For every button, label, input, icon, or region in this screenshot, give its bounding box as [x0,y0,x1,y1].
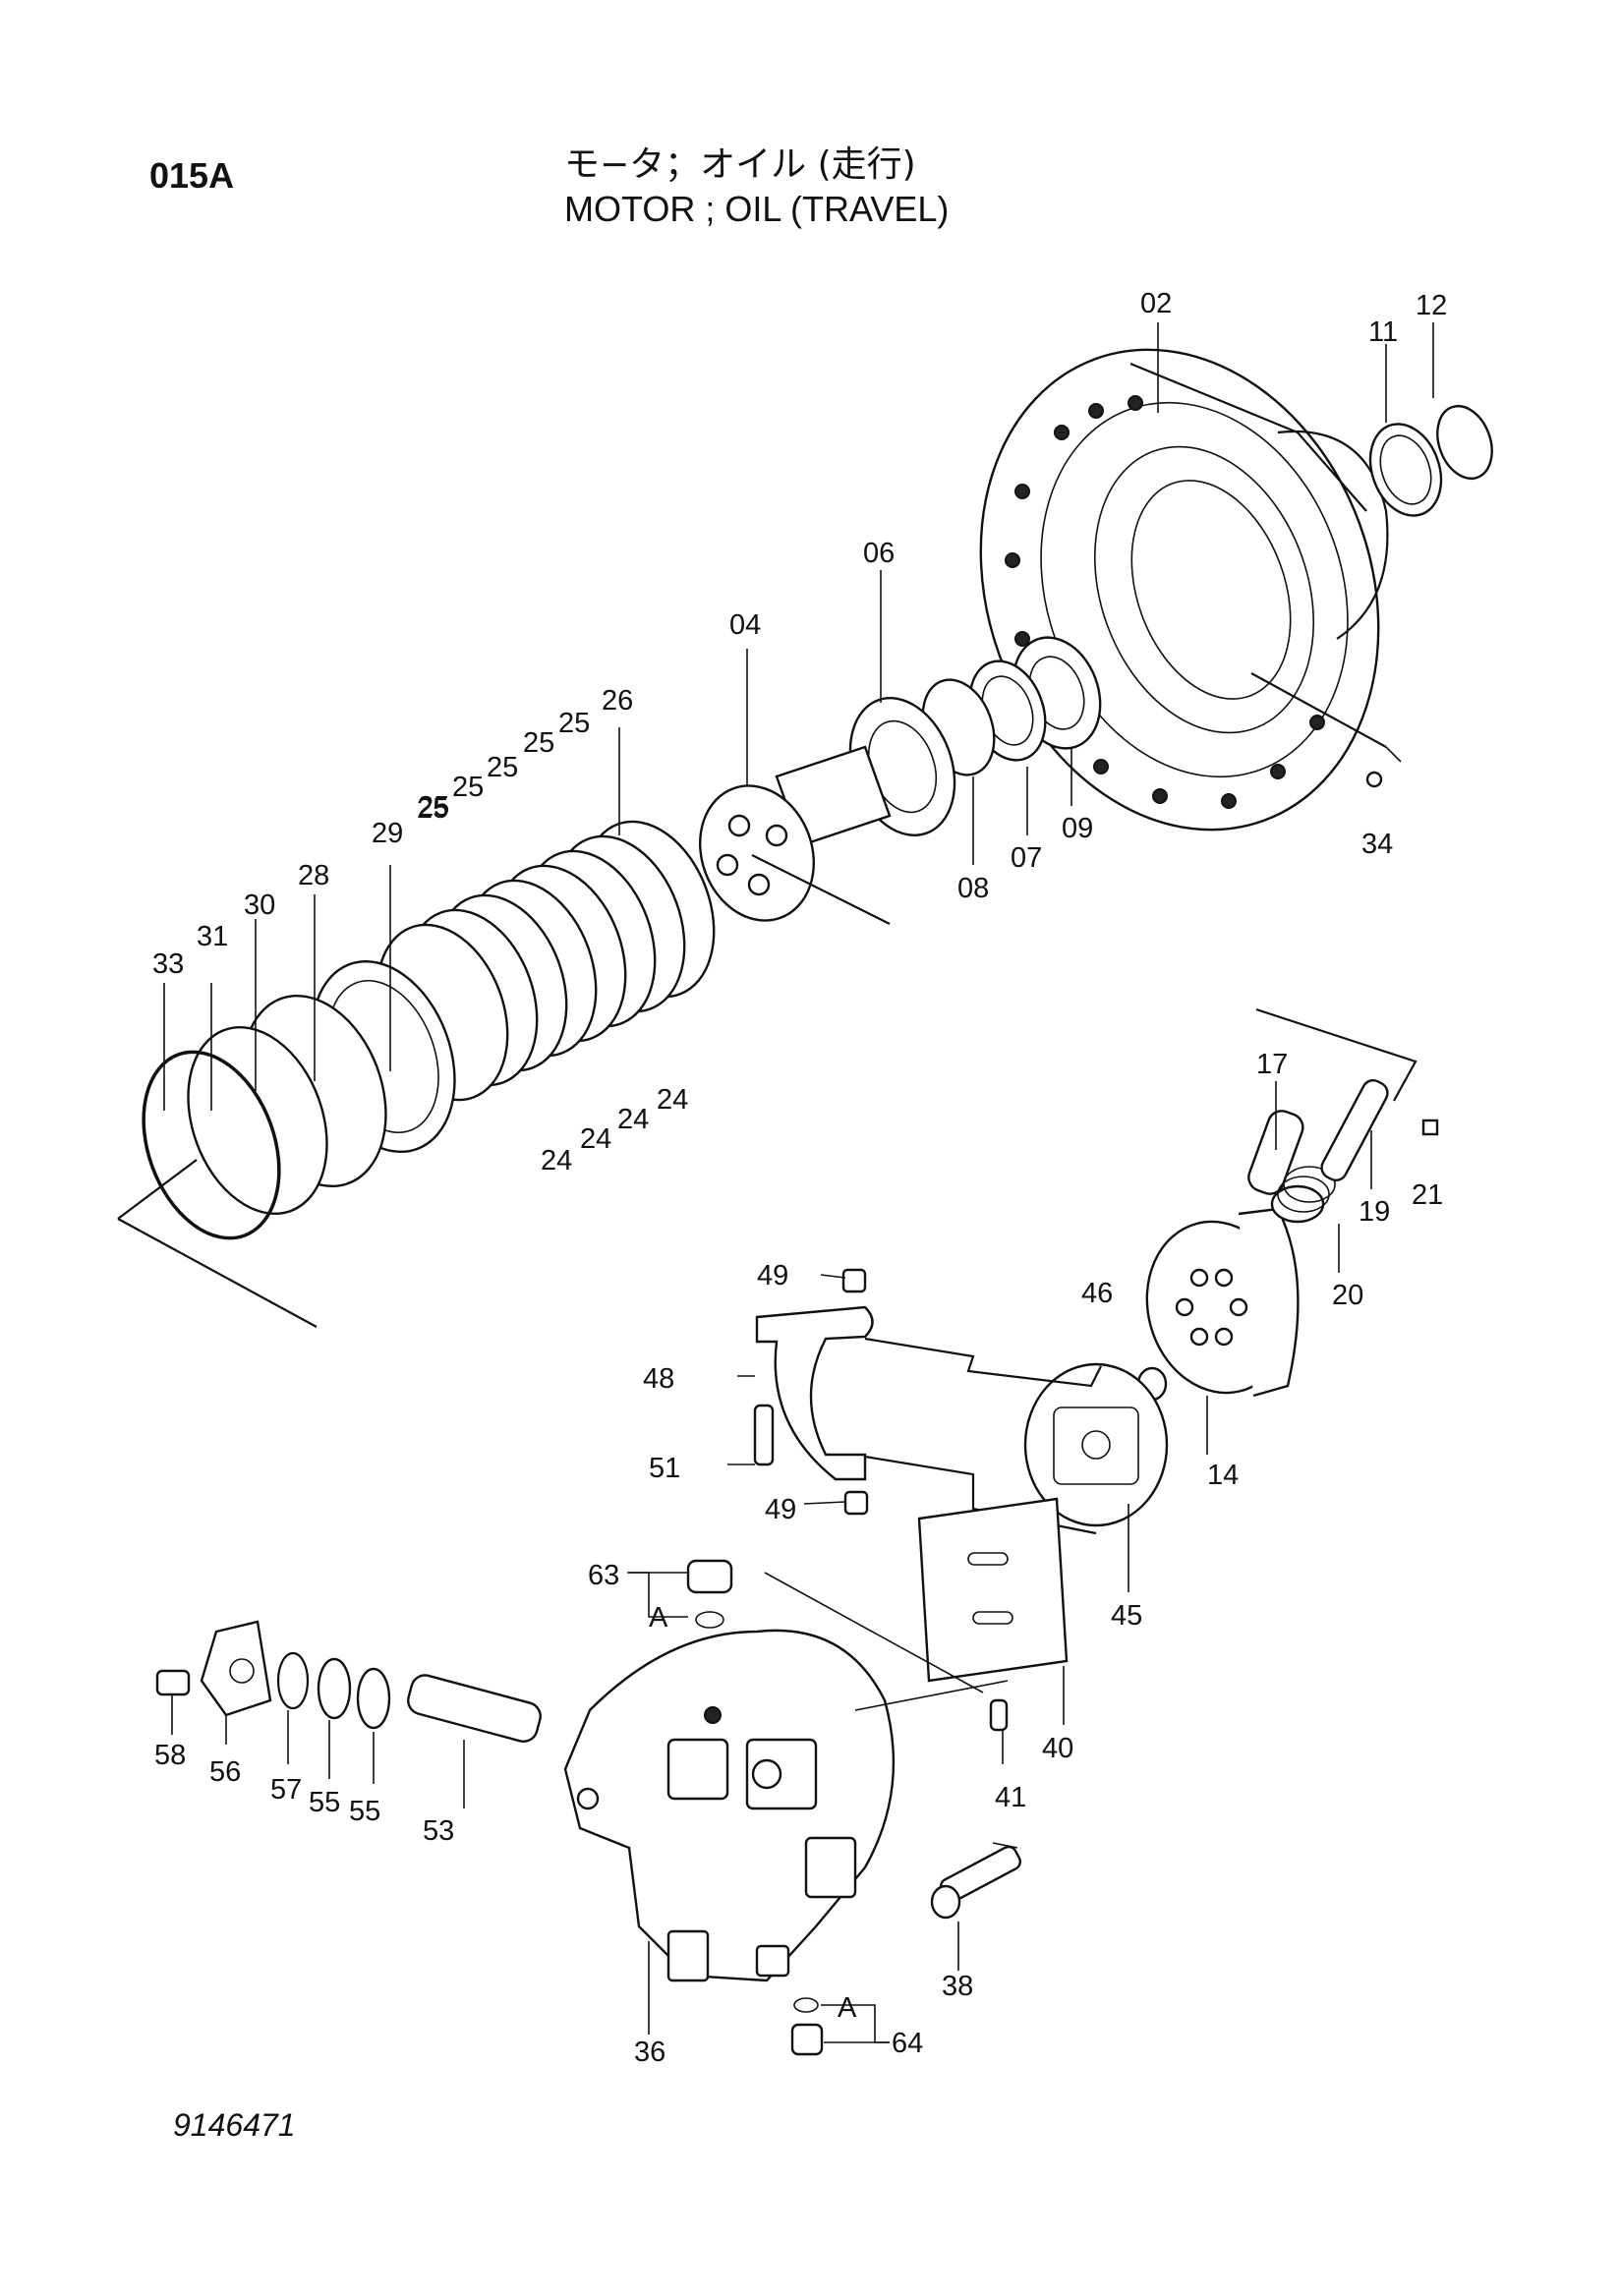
callout-40: 40 [1042,1733,1073,1764]
title-english: MOTOR ; OIL (TRAVEL) [564,189,950,229]
part-64-plug [790,1997,824,2056]
part-57-o-ring [276,1651,310,1710]
part-53-spool [407,1674,542,1743]
part-63-plug [686,1559,733,1629]
callout-19: 19 [1359,1196,1390,1228]
callout-41: 41 [995,1782,1026,1813]
callout-26: 26 [602,685,633,717]
callout-25-c: 25 [487,752,518,783]
callout-25-b: 25 [523,727,554,759]
callout-08: 08 [957,873,989,904]
callout-45: 45 [1111,1600,1142,1632]
callout-55-b: 55 [349,1796,380,1827]
leader-lines [163,322,1434,2043]
drawing-number: 9146471 [173,2107,296,2143]
part-55-ring-b [317,1657,352,1720]
part-38-bolt [930,1845,1021,1920]
callout-36: 36 [634,2037,665,2068]
callout-ref-a-bottom: A [838,1992,857,2024]
callout-ref-a-top: A [649,1602,668,1634]
callout-07: 07 [1011,842,1042,874]
part-21-pin [1421,1119,1439,1136]
part-49-bolt-top [841,1268,867,1293]
callout-58: 58 [154,1740,186,1771]
callout-46: 46 [1081,1278,1113,1309]
leader-holder-to-plate [864,1337,1102,1388]
callout-12: 12 [1416,290,1447,321]
part-36-motor-casing [563,1629,896,1982]
callout-31: 31 [197,921,228,952]
callout-17: 17 [1256,1049,1288,1080]
callout-34: 34 [1361,829,1393,860]
callout-51: 51 [649,1453,680,1484]
callout-33: 33 [152,948,184,980]
callout-11: 11 [1368,316,1398,348]
callout-57: 57 [270,1774,302,1806]
callout-20: 20 [1332,1280,1363,1311]
callout-25-a: 25 [558,708,590,739]
callout-64: 64 [892,2028,923,2059]
part-40-plate [917,1497,1069,1683]
callout-21: 21 [1412,1179,1443,1211]
callout-49-b: 49 [765,1494,796,1525]
callout-14: 14 [1207,1460,1239,1491]
callout-63: 63 [588,1560,619,1591]
callout-48: 48 [643,1363,674,1395]
callout-25-d: 25 [452,772,484,803]
callout-29: 29 [372,818,403,849]
part-12-snap-ring [1436,405,1493,480]
leader-33 [117,1159,198,1220]
callout-56: 56 [209,1756,241,1788]
part-04-shaft [698,745,892,925]
callout-25-f: 25 [417,793,448,825]
part-17-piston [1247,1110,1304,1195]
callout-24-b: 24 [617,1104,649,1135]
callout-06: 06 [863,538,895,569]
parts-24-25-friction-plates [376,820,716,1102]
leader-upper-right [1255,1007,1418,1102]
part-34-o-ring [1365,771,1383,788]
callout-labels: 02 11 12 06 04 09 07 08 34 26 25 25 25 2… [152,288,1447,2068]
part-48-holder [755,1305,874,1481]
part-20-spring [1270,1166,1336,1224]
part-58-bolt [155,1669,191,1696]
title-japanese: モ−タ；オイル (走行) [564,144,916,185]
callout-38: 38 [942,1971,973,2002]
part-51-bolt [753,1404,775,1466]
callout-55-a: 55 [309,1787,340,1818]
part-49-bolt-bottom [843,1490,869,1516]
callout-25-e: 25 [418,791,449,823]
part-19-pin [1320,1079,1389,1181]
callout-04: 04 [729,609,761,641]
part-14-cylinder-block [1145,1207,1300,1398]
callout-28: 28 [298,860,329,891]
part-33-o-ring [142,1050,281,1240]
callout-24-c: 24 [580,1123,611,1155]
part-56-cover [200,1620,272,1717]
leader-33-axis [117,1218,318,1328]
page-code: 015A [149,155,235,196]
part-11-seal [1368,423,1443,517]
callout-30: 30 [244,890,275,921]
part-31-ring [187,1025,328,1216]
callout-02: 02 [1140,288,1172,319]
callout-49-a: 49 [757,1260,788,1292]
part-41-pin [989,1698,1009,1732]
callout-24-d: 24 [541,1145,572,1177]
callout-09: 09 [1062,813,1093,844]
callout-24-a: 24 [657,1084,688,1116]
callout-53: 53 [423,1815,454,1847]
part-02-hub-housing [979,348,1402,832]
part-55-ring-a [356,1667,391,1730]
part-45-valve-plate [1023,1362,1169,1527]
